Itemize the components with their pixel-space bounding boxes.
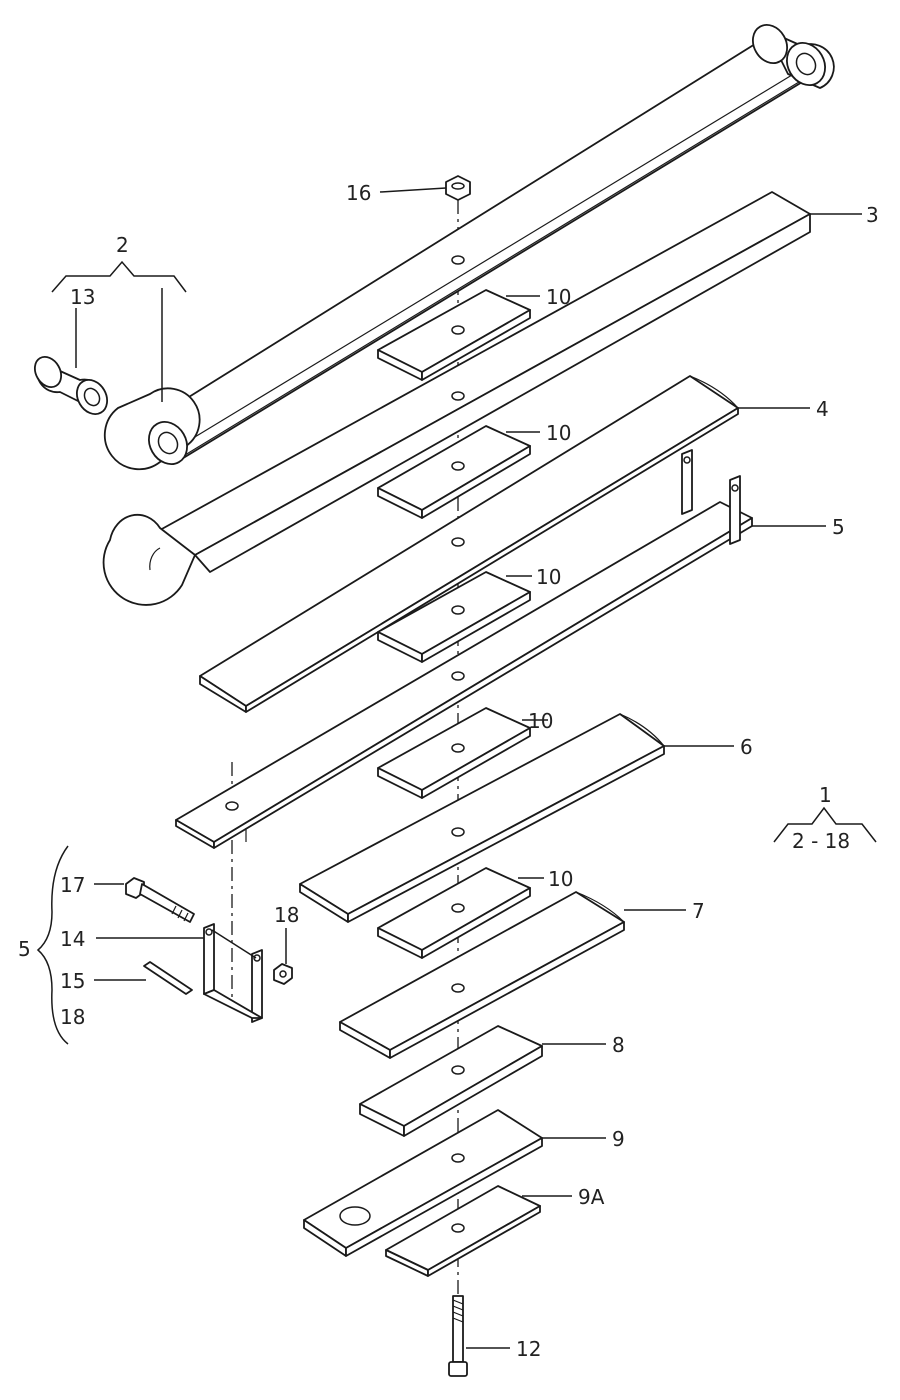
second-leaf-center-hole	[451, 391, 465, 401]
label-18-nut: 18	[274, 903, 299, 927]
leaf-clip-right	[729, 475, 741, 545]
label-13: 13	[70, 285, 95, 309]
bushing	[33, 356, 108, 415]
sixth-leaf	[339, 891, 625, 1059]
main-leaf	[103, 24, 835, 471]
main-leaf-rear-eye	[752, 24, 835, 89]
clamp-bracket	[203, 923, 263, 1023]
fifth-leaf-center-hole	[451, 827, 465, 837]
label-9: 9	[612, 1127, 625, 1151]
clip-leaf-hole	[225, 801, 239, 811]
label-1: 1	[819, 783, 832, 807]
label-5: 5	[832, 515, 845, 539]
spacer-plate-2	[377, 425, 531, 519]
label-15: 15	[60, 969, 85, 993]
label-4: 4	[816, 397, 829, 421]
main-leaf-front-eye	[103, 387, 201, 471]
label-10-third: 10	[536, 565, 561, 589]
part-labels: 1 2 - 18 2 3 4 5 5 6 7 8 9 9A 10 10 10 1…	[18, 181, 879, 1361]
center-bolt-nut	[445, 175, 471, 201]
leaf-clip-left	[681, 449, 693, 515]
label-10-first: 10	[546, 285, 571, 309]
sixth-leaf-center-hole	[451, 983, 465, 993]
label-10-second: 10	[546, 421, 571, 445]
label-18-group: 18	[60, 1005, 85, 1029]
third-leaf-center-hole	[451, 537, 465, 547]
spacer-plate-5	[377, 867, 531, 959]
spacer-plate-3	[377, 571, 531, 663]
label-10-fifth: 10	[548, 867, 573, 891]
label-16: 16	[346, 181, 371, 205]
label-1-range: 2 - 18	[792, 829, 850, 853]
bottom-plate	[359, 1025, 543, 1137]
label-17: 17	[60, 873, 85, 897]
label-2: 2	[116, 233, 129, 257]
label-8: 8	[612, 1033, 625, 1057]
spacer-plate-1	[377, 289, 531, 381]
label-14: 14	[60, 927, 85, 951]
label-12: 12	[516, 1337, 541, 1361]
second-leaf	[102, 191, 811, 606]
clamp-bolt	[125, 877, 195, 923]
seat-plate-shim	[385, 1185, 541, 1277]
fourth-leaf-with-clips	[175, 449, 753, 849]
label-3: 3	[866, 203, 879, 227]
clamp-nut	[273, 963, 293, 985]
spacer-plate-4	[377, 707, 531, 799]
label-7: 7	[692, 899, 705, 923]
leader-lines	[36, 187, 877, 1349]
label-6: 6	[740, 735, 753, 759]
main-leaf-center-hole	[451, 255, 465, 265]
label-10-fourth: 10	[528, 709, 553, 733]
fourth-leaf-center-hole	[451, 671, 465, 681]
seat-plate	[303, 1109, 543, 1257]
label-5-group: 5	[18, 937, 31, 961]
clamp-sleeve	[143, 961, 193, 995]
center-bolt	[448, 1295, 468, 1377]
label-9a: 9A	[578, 1185, 605, 1209]
third-leaf	[199, 375, 739, 713]
